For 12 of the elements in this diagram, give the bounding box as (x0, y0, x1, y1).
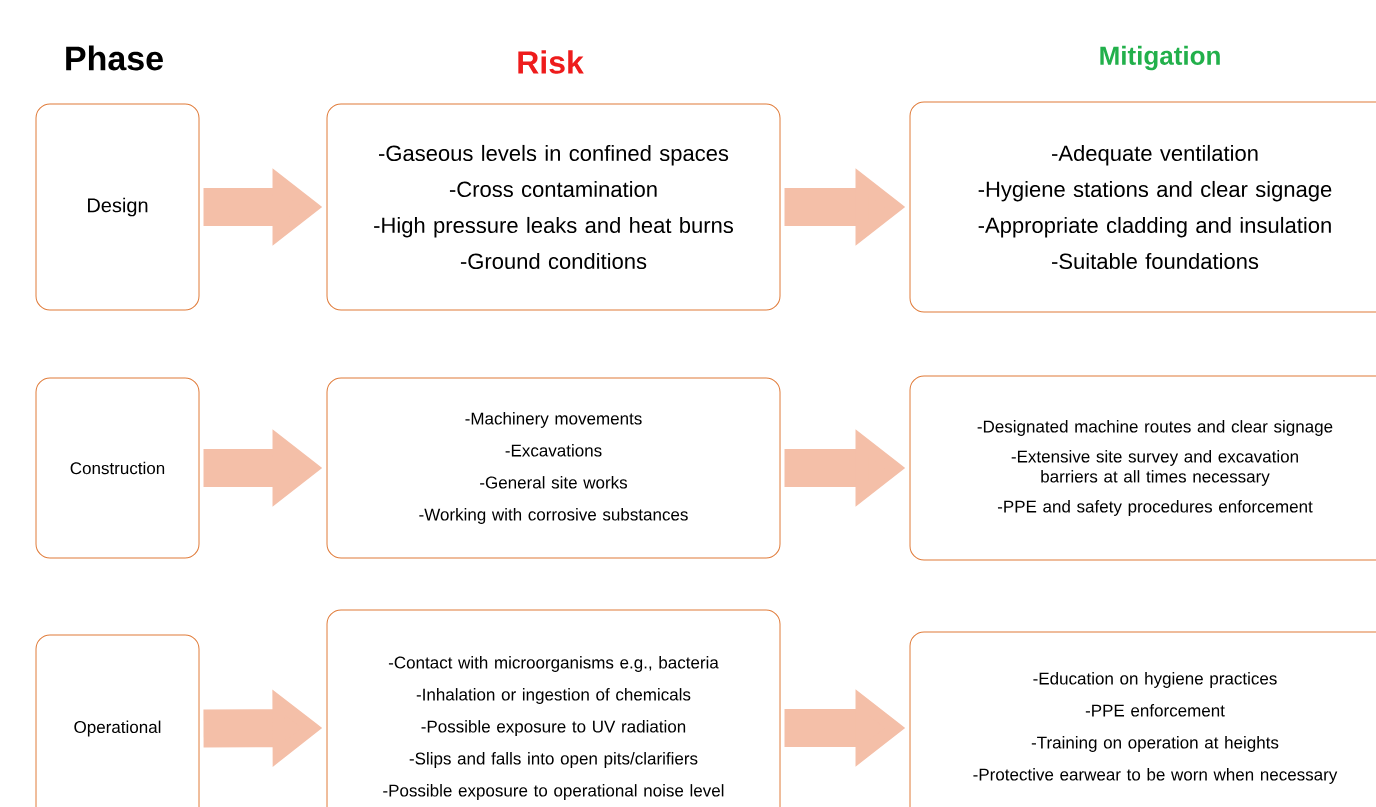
mitigation-box: -Adequate ventilation -Hygiene stations and clear signage -Appropriate cladding and insulation -Suitable foundations (909, 101, 1376, 313)
risk-box: -Machinery movements -Excavations -General site works -Working with corrosive substances (326, 377, 781, 559)
mitigation-box: -Education on hygiene practices -PPE enforcement -Training on operation at heights -Protective earwear to be worn when necessary (909, 631, 1376, 807)
column-heading: Risk (518, 50, 584, 74)
risk-box: -Contact with microorganisms e.g., bacteria -Inhalation or ingestion of chemicals -Possible exposure to UV radiation -Slips and falls into open pits/clarifiers -Possible exposure to operational noise level (326, 609, 781, 807)
phase-box: Design (35, 103, 200, 311)
column-heading: Phase (66, 45, 163, 71)
column-heading: Mitigation (1100, 45, 1220, 71)
risk-box: -Gaseous levels in confined spaces -Cross contamination -High pressure leaks and heat burns -Ground conditions (326, 103, 781, 311)
phase-box: Operational (35, 634, 200, 807)
mitigation-box: -Designated machine routes and clear signage -Extensive site survey and excavation barriers at all times necessary -PPE and safety procedures enforcement (909, 375, 1376, 561)
phase-box: Construction (35, 377, 200, 559)
